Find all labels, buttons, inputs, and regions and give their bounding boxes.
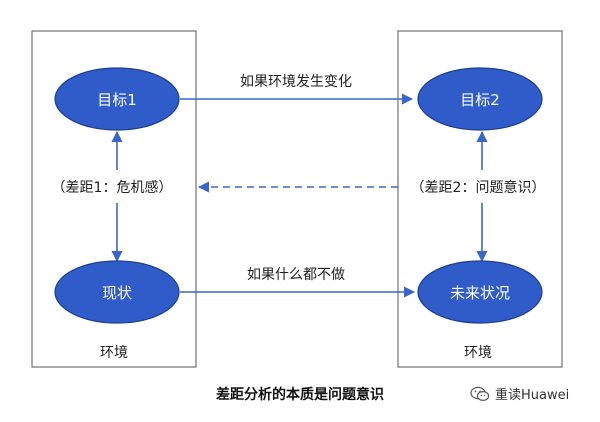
environment-box-left <box>31 30 197 368</box>
node-goal2: 目标2 <box>417 67 543 131</box>
environment-box-right <box>397 30 563 368</box>
node-goal1-label: 目标1 <box>97 91 137 109</box>
gap1-label: （差距1：危机感） <box>52 179 173 196</box>
node-current: 现状 <box>54 260 180 324</box>
node-future-label: 未来状况 <box>450 284 510 302</box>
node-goal1: 目标1 <box>54 67 180 131</box>
environment-label-right: 环境 <box>464 345 492 361</box>
node-current-label: 现状 <box>102 284 132 302</box>
environment-label-left: 环境 <box>100 345 128 361</box>
arrow-bottom-label: 如果什么都不做 <box>247 267 345 283</box>
wechat-icon <box>470 386 490 401</box>
arrow-top-label: 如果环境发生变化 <box>240 74 352 90</box>
diagram-caption: 差距分析的本质是问题意识 <box>216 387 384 403</box>
node-future: 未来状况 <box>417 260 543 324</box>
watermark-text: 重读Huawei <box>495 388 570 403</box>
watermark: 重读Huawei <box>470 384 569 403</box>
gap2-label: （差距2：问题意识） <box>411 179 546 196</box>
node-goal2-label: 目标2 <box>460 91 500 109</box>
